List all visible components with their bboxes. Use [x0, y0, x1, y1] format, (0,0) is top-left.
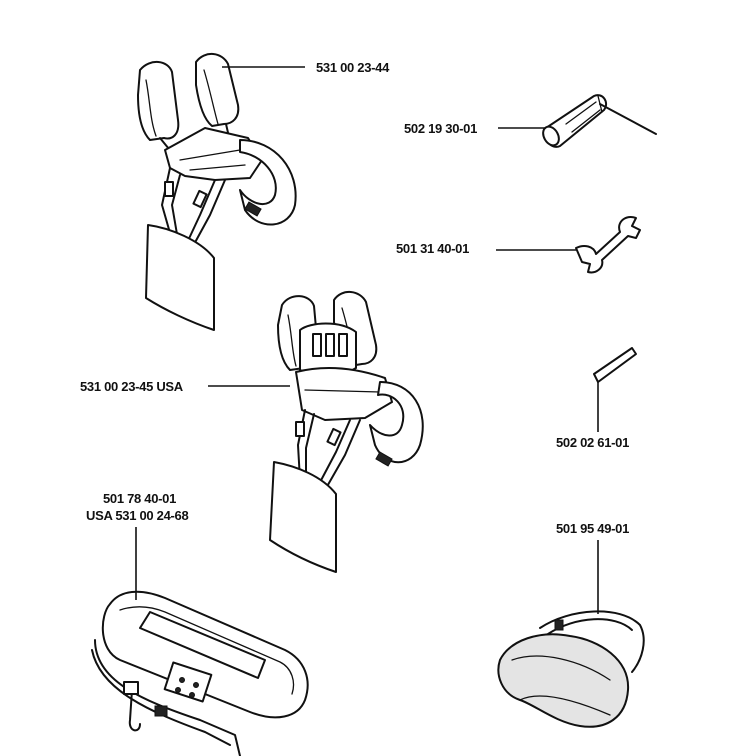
harness-usa-drawing — [269, 291, 424, 573]
label-harness-usa: 531 00 23-45 USA — [80, 379, 183, 394]
combination-spanner-drawing — [542, 94, 657, 148]
label-belt-line2: USA 531 00 24-68 — [86, 508, 189, 523]
label-open-spanner: 501 31 40-01 — [396, 241, 470, 256]
label-goggles: 501 95 49-01 — [556, 521, 630, 536]
open-spanner-drawing — [575, 216, 641, 274]
pin-drawing — [593, 347, 637, 383]
goggles-drawing — [497, 610, 645, 728]
label-belt-line1: 501 78 40-01 — [103, 491, 177, 506]
label-harness-standard: 531 00 23-44 — [316, 60, 390, 75]
leader-lines — [135, 66, 599, 614]
harness-standard-drawing — [137, 53, 297, 331]
belt-drawing — [91, 590, 309, 756]
label-combination-spanner: 502 19 30-01 — [404, 121, 478, 136]
label-pin: 502 02 61-01 — [556, 435, 630, 450]
